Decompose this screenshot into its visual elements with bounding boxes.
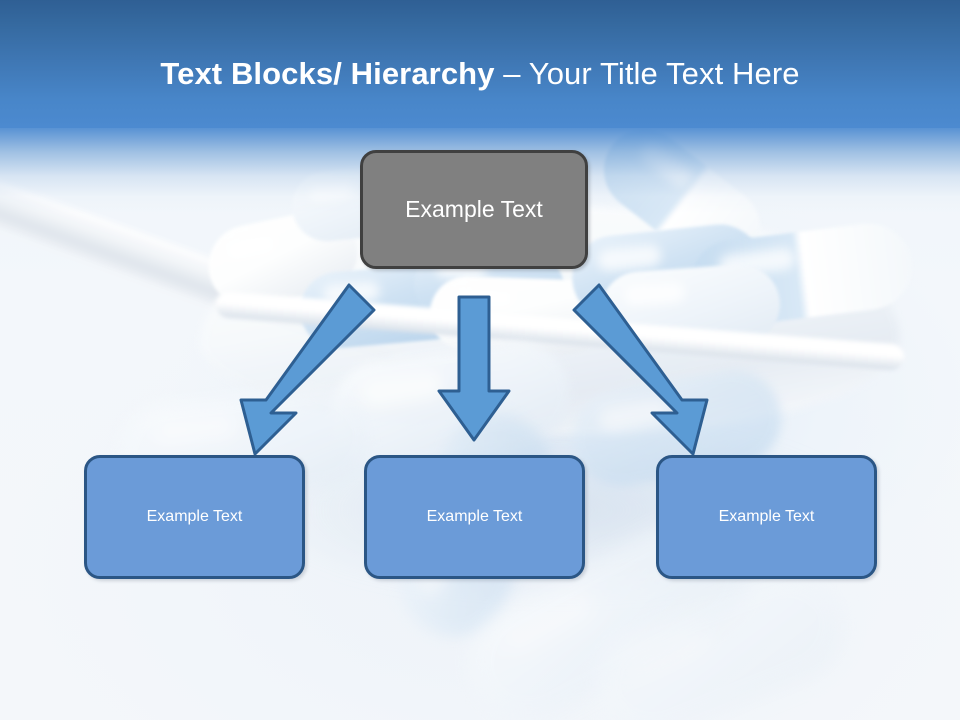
hierarchy-root-node-label: Example Text	[405, 196, 543, 222]
page-title-regular: – Your Title Text Here	[503, 56, 800, 91]
header-band	[0, 0, 960, 128]
hierarchy-child-node-3-label: Example Text	[718, 508, 815, 525]
hierarchy-child-node-1-label: Example Text	[146, 508, 243, 525]
hierarchy-child-node-2[interactable]: Example Text	[364, 455, 585, 579]
hierarchy-child-node-1[interactable]: Example Text	[84, 455, 305, 579]
page-title: Text Blocks/ Hierarchy – Your Title Text…	[0, 52, 960, 96]
hierarchy-child-node-3[interactable]: Example Text	[656, 455, 877, 579]
page-title-bold: Text Blocks/ Hierarchy	[160, 56, 504, 91]
hierarchy-root-node[interactable]: Example Text	[360, 150, 588, 269]
hierarchy-child-node-2-label: Example Text	[426, 508, 523, 525]
